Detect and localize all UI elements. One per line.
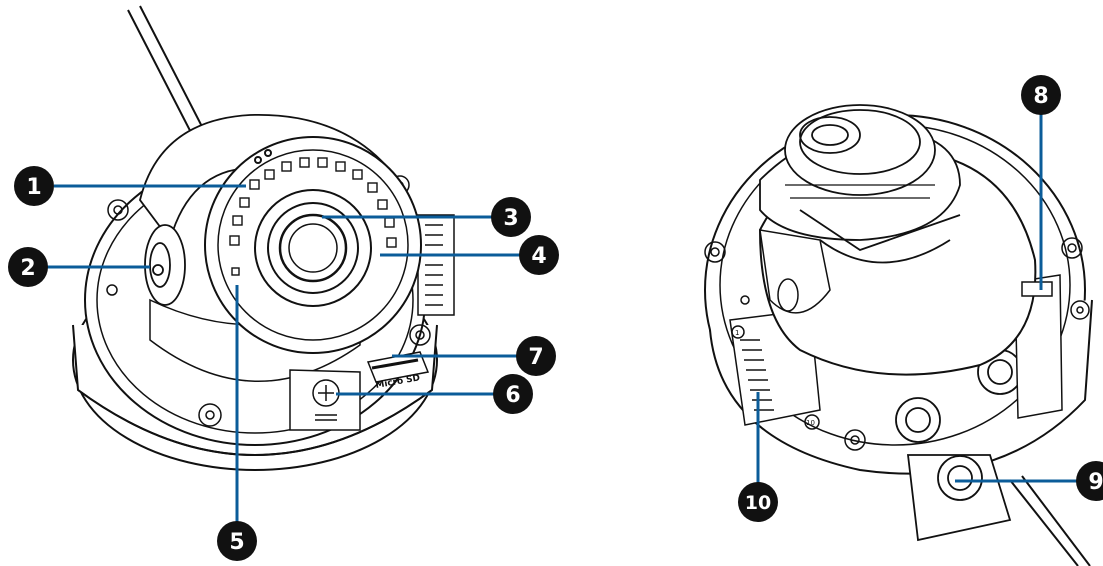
rear-lens [799, 116, 861, 154]
terminal-end-label: 10 [806, 419, 815, 427]
terminal-start-label: 1 [735, 329, 739, 337]
light-sensor [231, 267, 240, 276]
reset-button-area [1021, 281, 1053, 297]
lens-gimbal [759, 104, 961, 264]
svg-text:10: 10 [745, 492, 771, 514]
camera-front-view [72, 5, 455, 471]
callout-badge-8: 8 [1021, 75, 1061, 115]
micro-sd-slot [366, 351, 430, 383]
mounting-cable [127, 5, 213, 151]
lens [254, 189, 372, 307]
callout-badge-6: 6 [493, 374, 533, 414]
svg-text:1: 1 [26, 175, 41, 200]
callout-badge-9: 9 [1076, 461, 1103, 501]
svg-text:6: 6 [505, 383, 520, 408]
camera-angled-view: 1 10 [704, 104, 1093, 566]
svg-text:4: 4 [531, 244, 546, 269]
svg-text:9: 9 [1088, 470, 1103, 495]
camera-ball [204, 136, 422, 354]
rear-cable [1009, 475, 1091, 566]
tilt-knob [144, 224, 186, 306]
cable-entry [937, 455, 983, 501]
callout-badge-10: 10 [738, 482, 778, 522]
rear-rim-screws [704, 237, 1090, 451]
callout-lines [47, 112, 1080, 525]
svg-text:3: 3 [503, 206, 518, 231]
callout-badge-7: 7 [516, 336, 556, 376]
callout-badge-5: 5 [217, 521, 257, 561]
callout-badge-2: 2 [8, 247, 48, 287]
svg-text:2: 2 [20, 256, 35, 281]
dome-bracket [759, 229, 831, 314]
terminal-block-front [417, 214, 455, 316]
cable-glands [895, 349, 1023, 542]
callout-badge-3: 3 [491, 197, 531, 237]
svg-text:7: 7 [528, 345, 543, 370]
ir-led-ring [229, 157, 397, 248]
callout-badges: 1 2 3 4 5 6 7 8 [8, 75, 1103, 561]
callout-badge-4: 4 [519, 235, 559, 275]
svg-text:8: 8 [1033, 84, 1048, 109]
callout-badge-1: 1 [14, 166, 54, 206]
ground-screw-box [289, 369, 361, 431]
svg-text:5: 5 [229, 530, 244, 555]
